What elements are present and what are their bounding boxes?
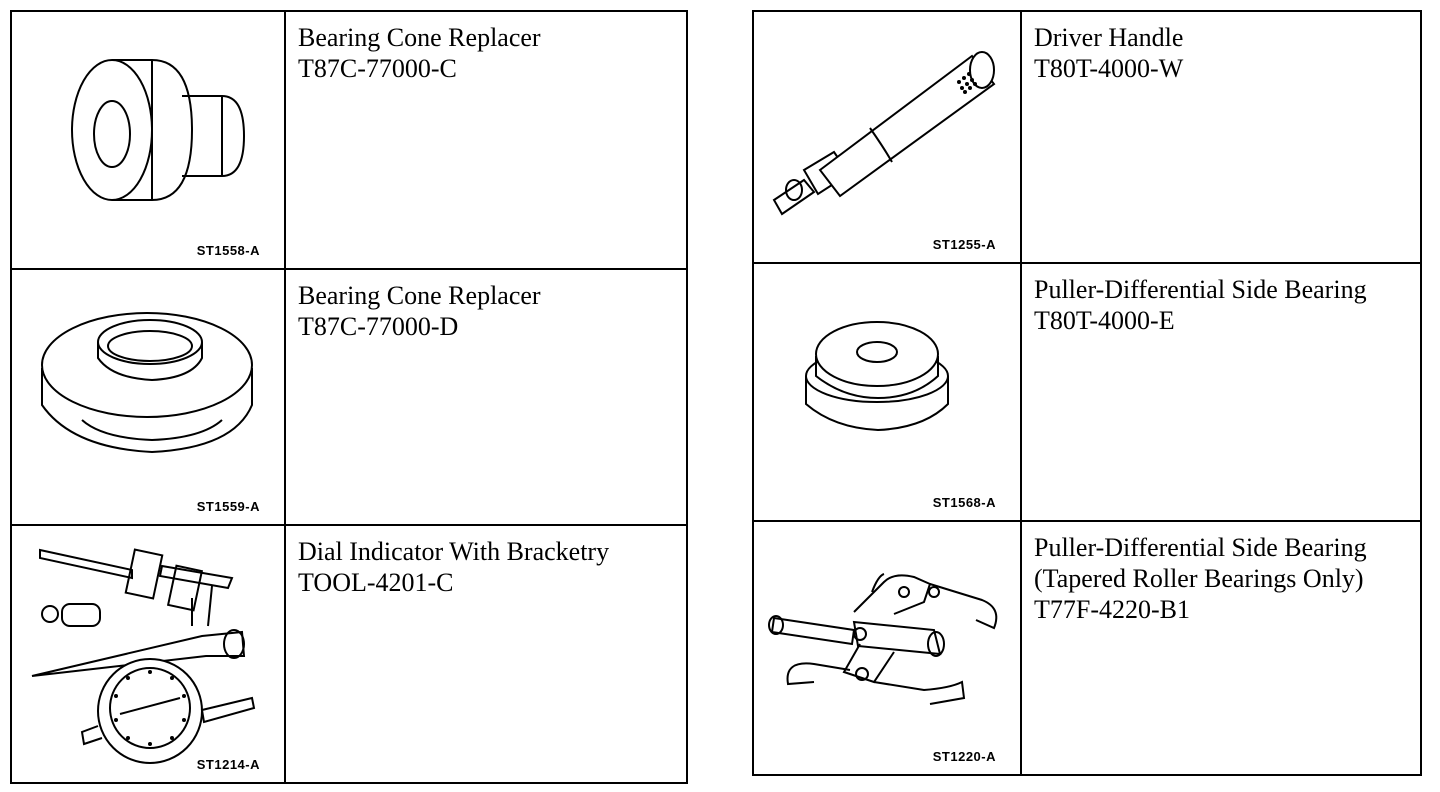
tool-name: Puller-Differential Side Bearing <box>1034 275 1367 304</box>
tool-description-cell: Bearing Cone Replacer T87C-77000-C <box>284 10 688 270</box>
left-tool-table: ST1558-A Bearing Cone Replacer T87C-7700… <box>10 10 688 784</box>
tool-part-number: T87C-77000-D <box>298 312 459 341</box>
illustration-code: ST1568-A <box>932 495 996 510</box>
tool-illustration-cell: ST1220-A <box>752 520 1022 776</box>
tool-name: Bearing Cone Replacer <box>298 23 541 52</box>
tool-row: ST1568-A Puller-Differential Side Bearin… <box>752 262 1422 522</box>
tool-illustration-cell: ST1214-A <box>10 524 286 784</box>
bearing-puller-icon <box>805 321 949 432</box>
tool-name: Dial Indicator With Bracketry <box>298 537 610 566</box>
tool-name: Driver Handle <box>1034 23 1184 52</box>
right-tool-table: ST1255-A Driver Handle T80T-4000-W ST156… <box>752 10 1422 776</box>
bearing-cone-replacer-icon <box>71 59 246 201</box>
illustration-code: ST1214-A <box>196 757 260 772</box>
tool-description-cell: Puller-Differential Side Bearing T80T-40… <box>1020 262 1422 522</box>
tool-description-cell: Dial Indicator With Bracketry TOOL-4201-… <box>284 524 688 784</box>
tool-part-number: T77F-4220-B1 <box>1034 595 1190 624</box>
tool-part-number: T80T-4000-W <box>1034 54 1184 83</box>
tool-name: Puller-Differential Side Bearing <box>1034 533 1367 562</box>
bearing-cone-replacer-icon <box>41 312 253 454</box>
illustration-code: ST1558-A <box>196 243 260 258</box>
illustration-code: ST1220-A <box>932 749 996 764</box>
tool-illustration-cell: ST1568-A <box>752 262 1022 522</box>
tool-name-line2: (Tapered Roller Bearings Only) <box>1034 564 1364 593</box>
tool-part-number: T80T-4000-E <box>1034 306 1175 335</box>
tool-row: ST1558-A Bearing Cone Replacer T87C-7700… <box>10 10 688 270</box>
driver-handle-icon <box>772 51 996 216</box>
tool-row: ST1255-A Driver Handle T80T-4000-W <box>752 10 1422 264</box>
tool-row: ST1559-A Bearing Cone Replacer T87C-7700… <box>10 268 688 526</box>
bearing-puller-icon <box>768 573 998 705</box>
illustration-code: ST1255-A <box>932 237 996 252</box>
tool-description-cell: Driver Handle T80T-4000-W <box>1020 10 1422 264</box>
dial-indicator-icon <box>31 548 256 764</box>
tool-illustration-cell: ST1558-A <box>10 10 286 270</box>
tool-description-cell: Bearing Cone Replacer T87C-77000-D <box>284 268 688 526</box>
illustration-code: ST1559-A <box>196 499 260 514</box>
tool-row: ST1220-A Puller-Differential Side Bearin… <box>752 520 1422 776</box>
tool-part-number: T87C-77000-C <box>298 54 457 83</box>
tool-name: Bearing Cone Replacer <box>298 281 541 310</box>
tool-illustration-cell: ST1255-A <box>752 10 1022 264</box>
tool-row: ST1214-A Dial Indicator With Bracketry T… <box>10 524 688 784</box>
tool-part-number: TOOL-4201-C <box>298 568 454 597</box>
tool-illustration-cell: ST1559-A <box>10 268 286 526</box>
tool-description-cell: Puller-Differential Side Bearing (Tapere… <box>1020 520 1422 776</box>
